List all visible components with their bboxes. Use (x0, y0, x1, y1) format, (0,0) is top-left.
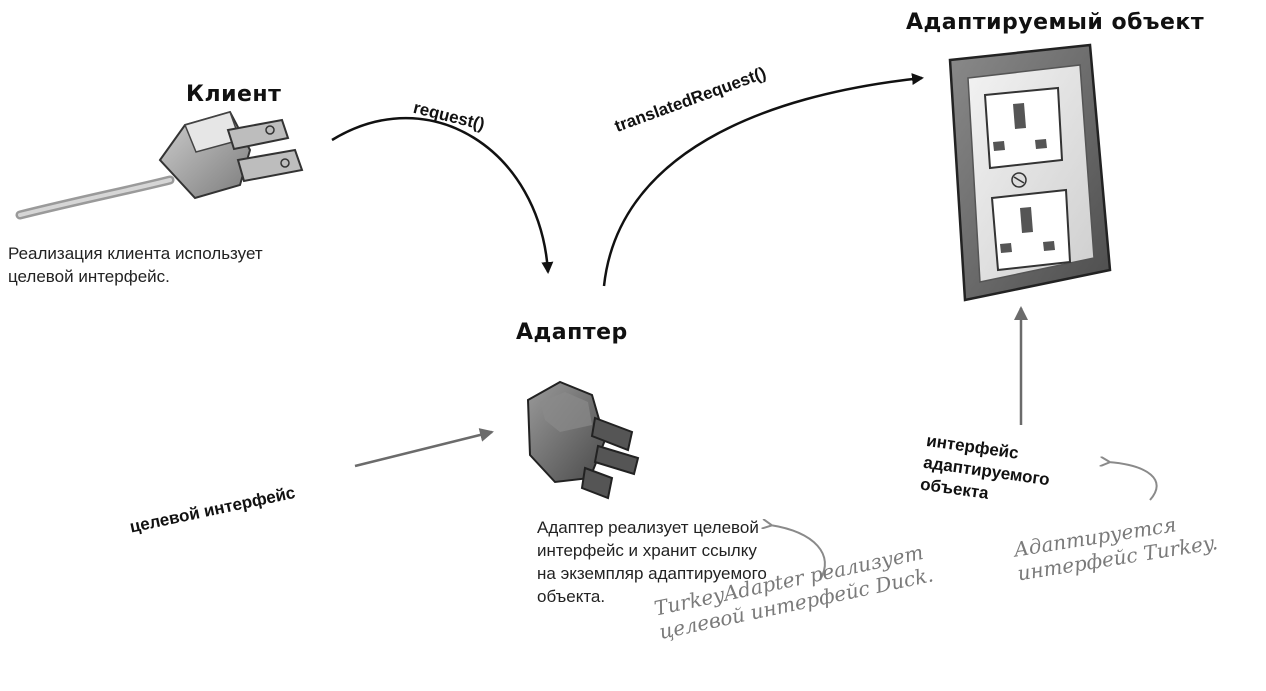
adapter-title: Адаптер (516, 320, 628, 345)
adapter-plug-icon (526, 380, 640, 500)
request-arrow (331, 116, 554, 274)
note-pointer-adaptee (1108, 462, 1158, 501)
client-title: Клиент (186, 82, 282, 107)
target-interface-arrow (354, 428, 494, 468)
plug-icon (15, 110, 304, 220)
client-description: Реализация клиента использует целевой ин… (8, 244, 263, 286)
translated-request-arrow (602, 73, 924, 287)
note-pointer-adapter (770, 525, 826, 581)
adapter-description: Адаптер реализует целевой интерфейс и хр… (537, 518, 767, 606)
adaptee-title: Адаптируемый объект (906, 10, 1205, 35)
wall-outlet-icon (948, 43, 1112, 302)
